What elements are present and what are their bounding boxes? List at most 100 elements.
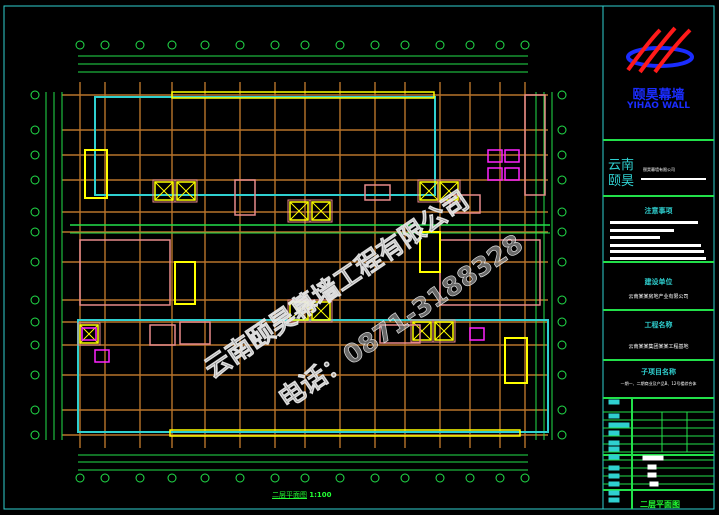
axis-bubble-left xyxy=(30,207,40,217)
table-value-block xyxy=(649,481,659,487)
axis-bubble-bottom xyxy=(335,473,345,483)
toilet-room xyxy=(487,149,503,163)
elevator-shaft xyxy=(289,201,309,221)
axis-bubble-top xyxy=(370,40,380,50)
axis-bubble-right xyxy=(557,150,567,160)
elevator-shaft xyxy=(434,321,454,341)
subitem-header: 子项目名称 xyxy=(641,368,676,376)
axis-bubble-bottom xyxy=(435,473,445,483)
table-value-block xyxy=(647,464,657,470)
table-label-block xyxy=(608,440,620,446)
elevator-shaft xyxy=(311,201,331,221)
axis-bubble-top xyxy=(335,40,345,50)
company-sub-name: 颐昊幕墙有限公司 xyxy=(643,167,675,172)
wall-segment xyxy=(234,179,256,216)
table-label-block xyxy=(608,446,620,452)
wall-segment xyxy=(524,94,546,196)
axis-bubble-right xyxy=(557,207,567,217)
axis-bubble-right xyxy=(557,257,567,267)
elevator-shaft xyxy=(311,301,331,321)
table-label-block xyxy=(608,490,620,496)
elevator-cross xyxy=(289,201,309,221)
elevator-cross xyxy=(419,181,439,201)
toilet-room xyxy=(81,327,97,341)
note-line xyxy=(610,250,704,253)
wall-segment xyxy=(179,321,211,345)
axis-bubble-right xyxy=(557,90,567,100)
axis-bubble-top xyxy=(300,40,310,50)
drawing-scale: 1:100 xyxy=(309,491,332,499)
axis-bubble-bottom xyxy=(300,473,310,483)
toilet-room xyxy=(487,167,503,181)
axis-bubble-left xyxy=(30,257,40,267)
elevator-shaft xyxy=(439,181,459,201)
axis-bubble-left xyxy=(30,150,40,160)
axis-bubble-right xyxy=(557,370,567,380)
axis-bubble-top xyxy=(100,40,110,50)
stair-core xyxy=(419,231,441,273)
axis-bubble-right xyxy=(557,340,567,350)
elevator-shaft xyxy=(79,324,99,344)
stair-core xyxy=(504,337,528,384)
logo-chinese-text: 颐昊幕墙 xyxy=(632,88,685,103)
axis-bubble-left xyxy=(30,317,40,327)
wall-segment xyxy=(149,324,176,346)
project-value: 云南某某集团某某工程基地 xyxy=(628,344,689,350)
elevator-cross xyxy=(311,301,331,321)
axis-bubble-right xyxy=(557,405,567,415)
upper-canopy xyxy=(171,91,435,99)
axis-bubble-left xyxy=(30,370,40,380)
table-label-block xyxy=(608,430,620,436)
note-line xyxy=(610,244,701,247)
company-line xyxy=(641,178,706,180)
axis-bubble-top xyxy=(167,40,177,50)
stair-core xyxy=(174,261,196,305)
elevator-wall xyxy=(437,179,461,203)
elevator-shaft xyxy=(154,181,174,201)
client-value: 云南某某房地产业有限公司 xyxy=(628,294,689,300)
table-label-block xyxy=(608,399,620,405)
logo-swoosh-icon xyxy=(626,26,692,74)
table-label-block xyxy=(608,454,620,460)
elevator-cross xyxy=(154,181,174,201)
client-header: 建设单位 xyxy=(644,278,673,286)
lower-canopy xyxy=(169,429,521,437)
axis-bubble-bottom xyxy=(167,473,177,483)
axis-bubble-top xyxy=(520,40,530,50)
company-short-name: 云南 颐昊 xyxy=(608,158,635,189)
axis-bubble-right xyxy=(557,430,567,440)
axis-bubble-left xyxy=(30,430,40,440)
axis-bubble-top xyxy=(200,40,210,50)
wall-segment xyxy=(379,324,421,344)
elevator-wall xyxy=(309,199,333,223)
axis-bubble-right xyxy=(557,227,567,237)
axis-bubble-top xyxy=(400,40,410,50)
axis-bubble-bottom xyxy=(200,473,210,483)
axis-bubble-left xyxy=(30,340,40,350)
elevator-wall xyxy=(432,319,456,343)
note-line xyxy=(610,221,698,224)
axis-bubble-bottom xyxy=(75,473,85,483)
axis-bubble-left xyxy=(30,227,40,237)
axis-bubble-bottom xyxy=(270,473,280,483)
note-line xyxy=(610,229,674,232)
axis-bubble-bottom xyxy=(520,473,530,483)
table-label-block xyxy=(608,481,620,487)
axis-bubble-right xyxy=(557,175,567,185)
drawing-title-text: 二层平面图 xyxy=(272,491,307,499)
elevator-cross xyxy=(311,201,331,221)
elevator-shaft xyxy=(412,321,432,341)
table-label-block xyxy=(608,473,620,479)
axis-bubble-right xyxy=(557,295,567,305)
table-label-block xyxy=(608,422,630,428)
axis-bubble-top xyxy=(135,40,145,50)
project-header: 工程名称 xyxy=(644,321,673,329)
elevator-cross xyxy=(176,181,196,201)
stair-core xyxy=(84,149,108,199)
axis-bubble-left xyxy=(30,175,40,185)
elevator-cross xyxy=(412,321,432,341)
toilet-room xyxy=(504,167,520,181)
axis-bubble-top xyxy=(495,40,505,50)
axis-bubble-top xyxy=(75,40,85,50)
